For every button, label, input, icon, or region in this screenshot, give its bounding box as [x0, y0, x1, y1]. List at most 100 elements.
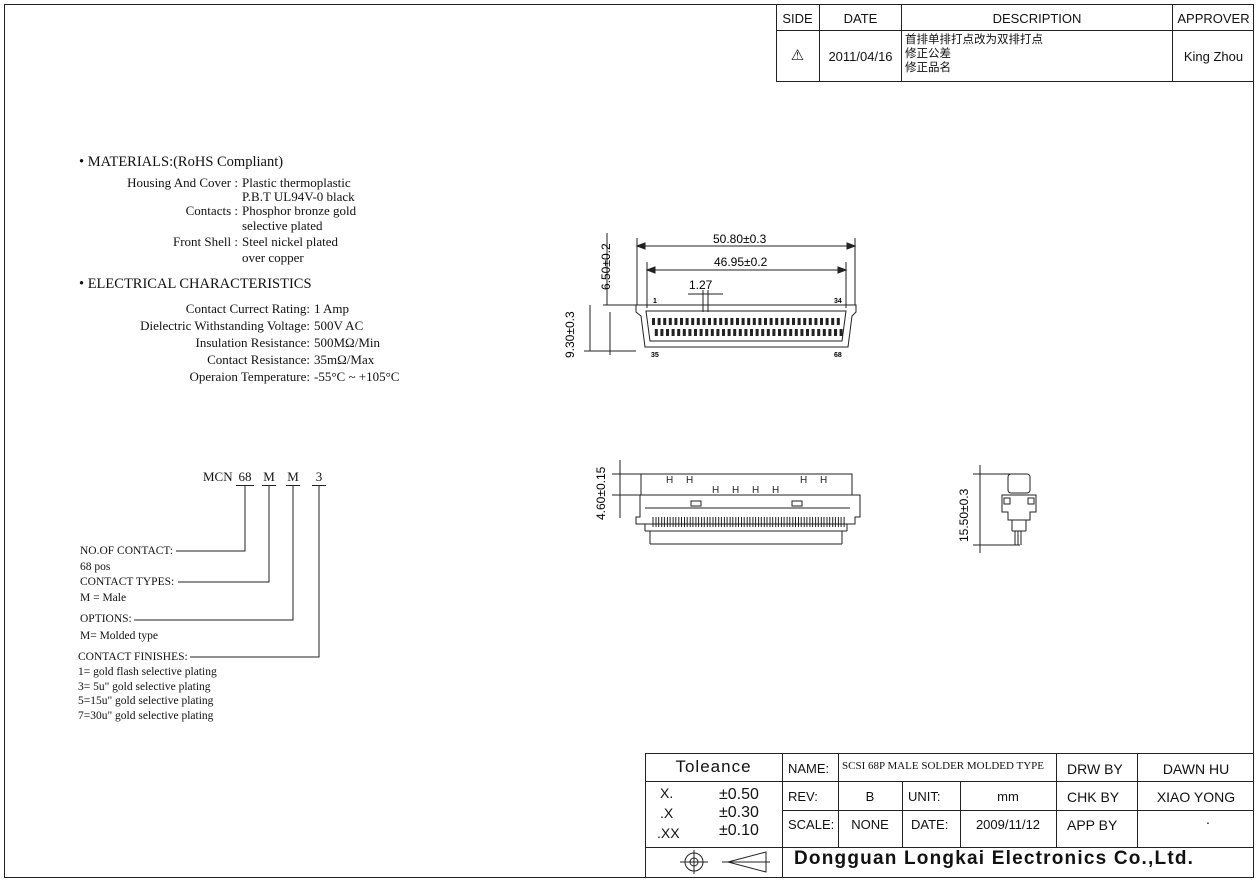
- legend-finish-line: 3= 5u" gold selective plating: [78, 680, 211, 693]
- electrical-label: Operaion Temperature:: [189, 369, 311, 384]
- revision-description-line: 首排单排打点改为双排打点: [905, 34, 1043, 46]
- contact-pin: [786, 318, 790, 325]
- part-number-segment-finish: 3: [312, 469, 326, 486]
- chk-by-value: XIAO YONG: [1156, 789, 1236, 805]
- revision-descriptions: 首排单排打点改为双排打点 修正公差 修正品名: [905, 33, 1043, 75]
- contact-pin: [744, 329, 748, 336]
- materials-list: Housing And Cover :Plastic thermoplastic…: [80, 175, 356, 266]
- legend-contacts-line: 68 pos: [80, 561, 111, 573]
- contact-pin: [660, 329, 664, 336]
- tolerance-label: .XX: [657, 825, 680, 841]
- electrical-label: Dielectric Withstanding Voltage:: [140, 318, 310, 333]
- material-value: over copper: [242, 250, 304, 266]
- contact-pin: [836, 318, 840, 325]
- drw-by-value: DAWN HU: [1162, 761, 1230, 777]
- scale-label: SCALE:: [788, 817, 835, 832]
- electrical-label: Contact Currect Rating:: [185, 301, 310, 316]
- legend-finish-line: 7=30u" gold selective plating: [78, 709, 214, 722]
- contact-pin: [708, 318, 711, 325]
- contact-pin: [668, 318, 672, 325]
- contact-pin: [716, 329, 720, 336]
- contact-pin: [783, 329, 787, 336]
- revision-approver: King Zhou: [1183, 49, 1244, 64]
- contact-pin: [803, 318, 807, 325]
- date-label: DATE:: [911, 817, 949, 832]
- contact-pin: [657, 318, 661, 325]
- tolerance-value: ±0.10: [719, 822, 759, 839]
- legend-finishes-title: CONTACT FINISHES:: [78, 651, 188, 663]
- pin-label: 35: [651, 352, 659, 359]
- contact-pin: [699, 329, 703, 336]
- electrical-label: Insulation Resistance:: [195, 335, 310, 350]
- projection-symbol-icon: [680, 850, 770, 874]
- electrical-value: 35mΩ/Max: [314, 352, 375, 367]
- part-number-leader-lines: [134, 486, 320, 658]
- contact-pin: [828, 329, 832, 336]
- contact-pin: [719, 318, 723, 325]
- revision-description-line: 修正品名: [905, 62, 951, 74]
- contact-pin: [663, 318, 667, 325]
- contact-pin: [772, 329, 776, 336]
- electrical-value: 500MΩ/Min: [314, 335, 381, 350]
- side-height-dimension: 4.60±0.15: [594, 466, 608, 520]
- contact-pin: [811, 329, 815, 336]
- part-number-prefix: MCN: [203, 469, 233, 484]
- contact-pin: [702, 318, 706, 325]
- part-number-segment-type: M: [262, 469, 276, 486]
- revision-description-line: 修正公差: [905, 48, 951, 60]
- app-by-label: APP BY: [1067, 817, 1118, 833]
- contact-pin: [764, 318, 767, 325]
- material-value: Steel nickel plated: [242, 233, 339, 249]
- pin-label: 1: [653, 298, 657, 305]
- contact-pin: [685, 318, 689, 325]
- legend-finishes-lines: 1= gold flash selective plating 3= 5u" g…: [78, 665, 217, 723]
- contact-pin: [741, 318, 745, 325]
- rev-label: REV:: [788, 789, 818, 804]
- svg-text:H: H: [712, 485, 719, 496]
- materials-heading: • MATERIALS:(RoHS Compliant): [79, 154, 284, 170]
- contact-pin: [654, 329, 658, 336]
- contact-pin: [789, 329, 793, 336]
- material-label: Front Shell :: [172, 233, 238, 249]
- contact-pin: [794, 329, 798, 336]
- material-label: Contacts :: [185, 203, 238, 219]
- contact-pin: [733, 329, 737, 336]
- contact-pin: [761, 329, 765, 336]
- scale-value: NONE: [851, 817, 889, 832]
- contact-pin: [778, 329, 781, 336]
- contact-pin: [747, 318, 751, 325]
- side-pins: [652, 517, 845, 527]
- legend-options-line: M= Molded type: [80, 630, 159, 642]
- svg-text:H: H: [732, 485, 739, 496]
- contact-pin: [724, 318, 728, 325]
- pin-label: 34: [834, 298, 842, 305]
- depth-dimension: 9.30±0.3: [563, 311, 577, 358]
- contact-pin: [710, 329, 714, 336]
- electrical-heading: • ELECTRICAL CHARACTERISTICS: [79, 276, 312, 292]
- revision-date: 2011/04/16: [828, 49, 893, 64]
- pitch-dimension: 1.27: [689, 278, 713, 292]
- tolerance-value: ±0.30: [719, 804, 759, 821]
- front-pin-rows: [652, 318, 843, 336]
- contact-pin: [792, 318, 795, 325]
- contact-pin: [680, 318, 683, 325]
- contact-pin: [722, 329, 725, 336]
- date-value: 2009/11/12: [975, 817, 1041, 832]
- contact-pin: [671, 329, 675, 336]
- rev-value: B: [865, 789, 875, 804]
- part-name: SCSI 68P MALE SOLDER MOLDED TYPE: [842, 760, 1044, 772]
- legend-finish-line: 1= gold flash selective plating: [78, 666, 217, 678]
- tolerance-label: .X: [660, 805, 674, 821]
- drw-by-label: DRW BY: [1067, 761, 1123, 777]
- contact-pin: [652, 318, 655, 325]
- contact-pin: [825, 318, 829, 325]
- contact-pin: [820, 318, 823, 325]
- contact-pin: [691, 318, 695, 325]
- tolerance-value: ±0.50: [719, 786, 759, 803]
- contact-pin: [677, 329, 681, 336]
- electrical-list: Contact Currect Rating: 1 Amp Dielectric …: [80, 300, 399, 385]
- electrical-value: 1 Amp: [314, 301, 350, 316]
- unit-label: UNIT:: [908, 789, 941, 804]
- legend-types-title: CONTACT TYPES:: [80, 576, 175, 588]
